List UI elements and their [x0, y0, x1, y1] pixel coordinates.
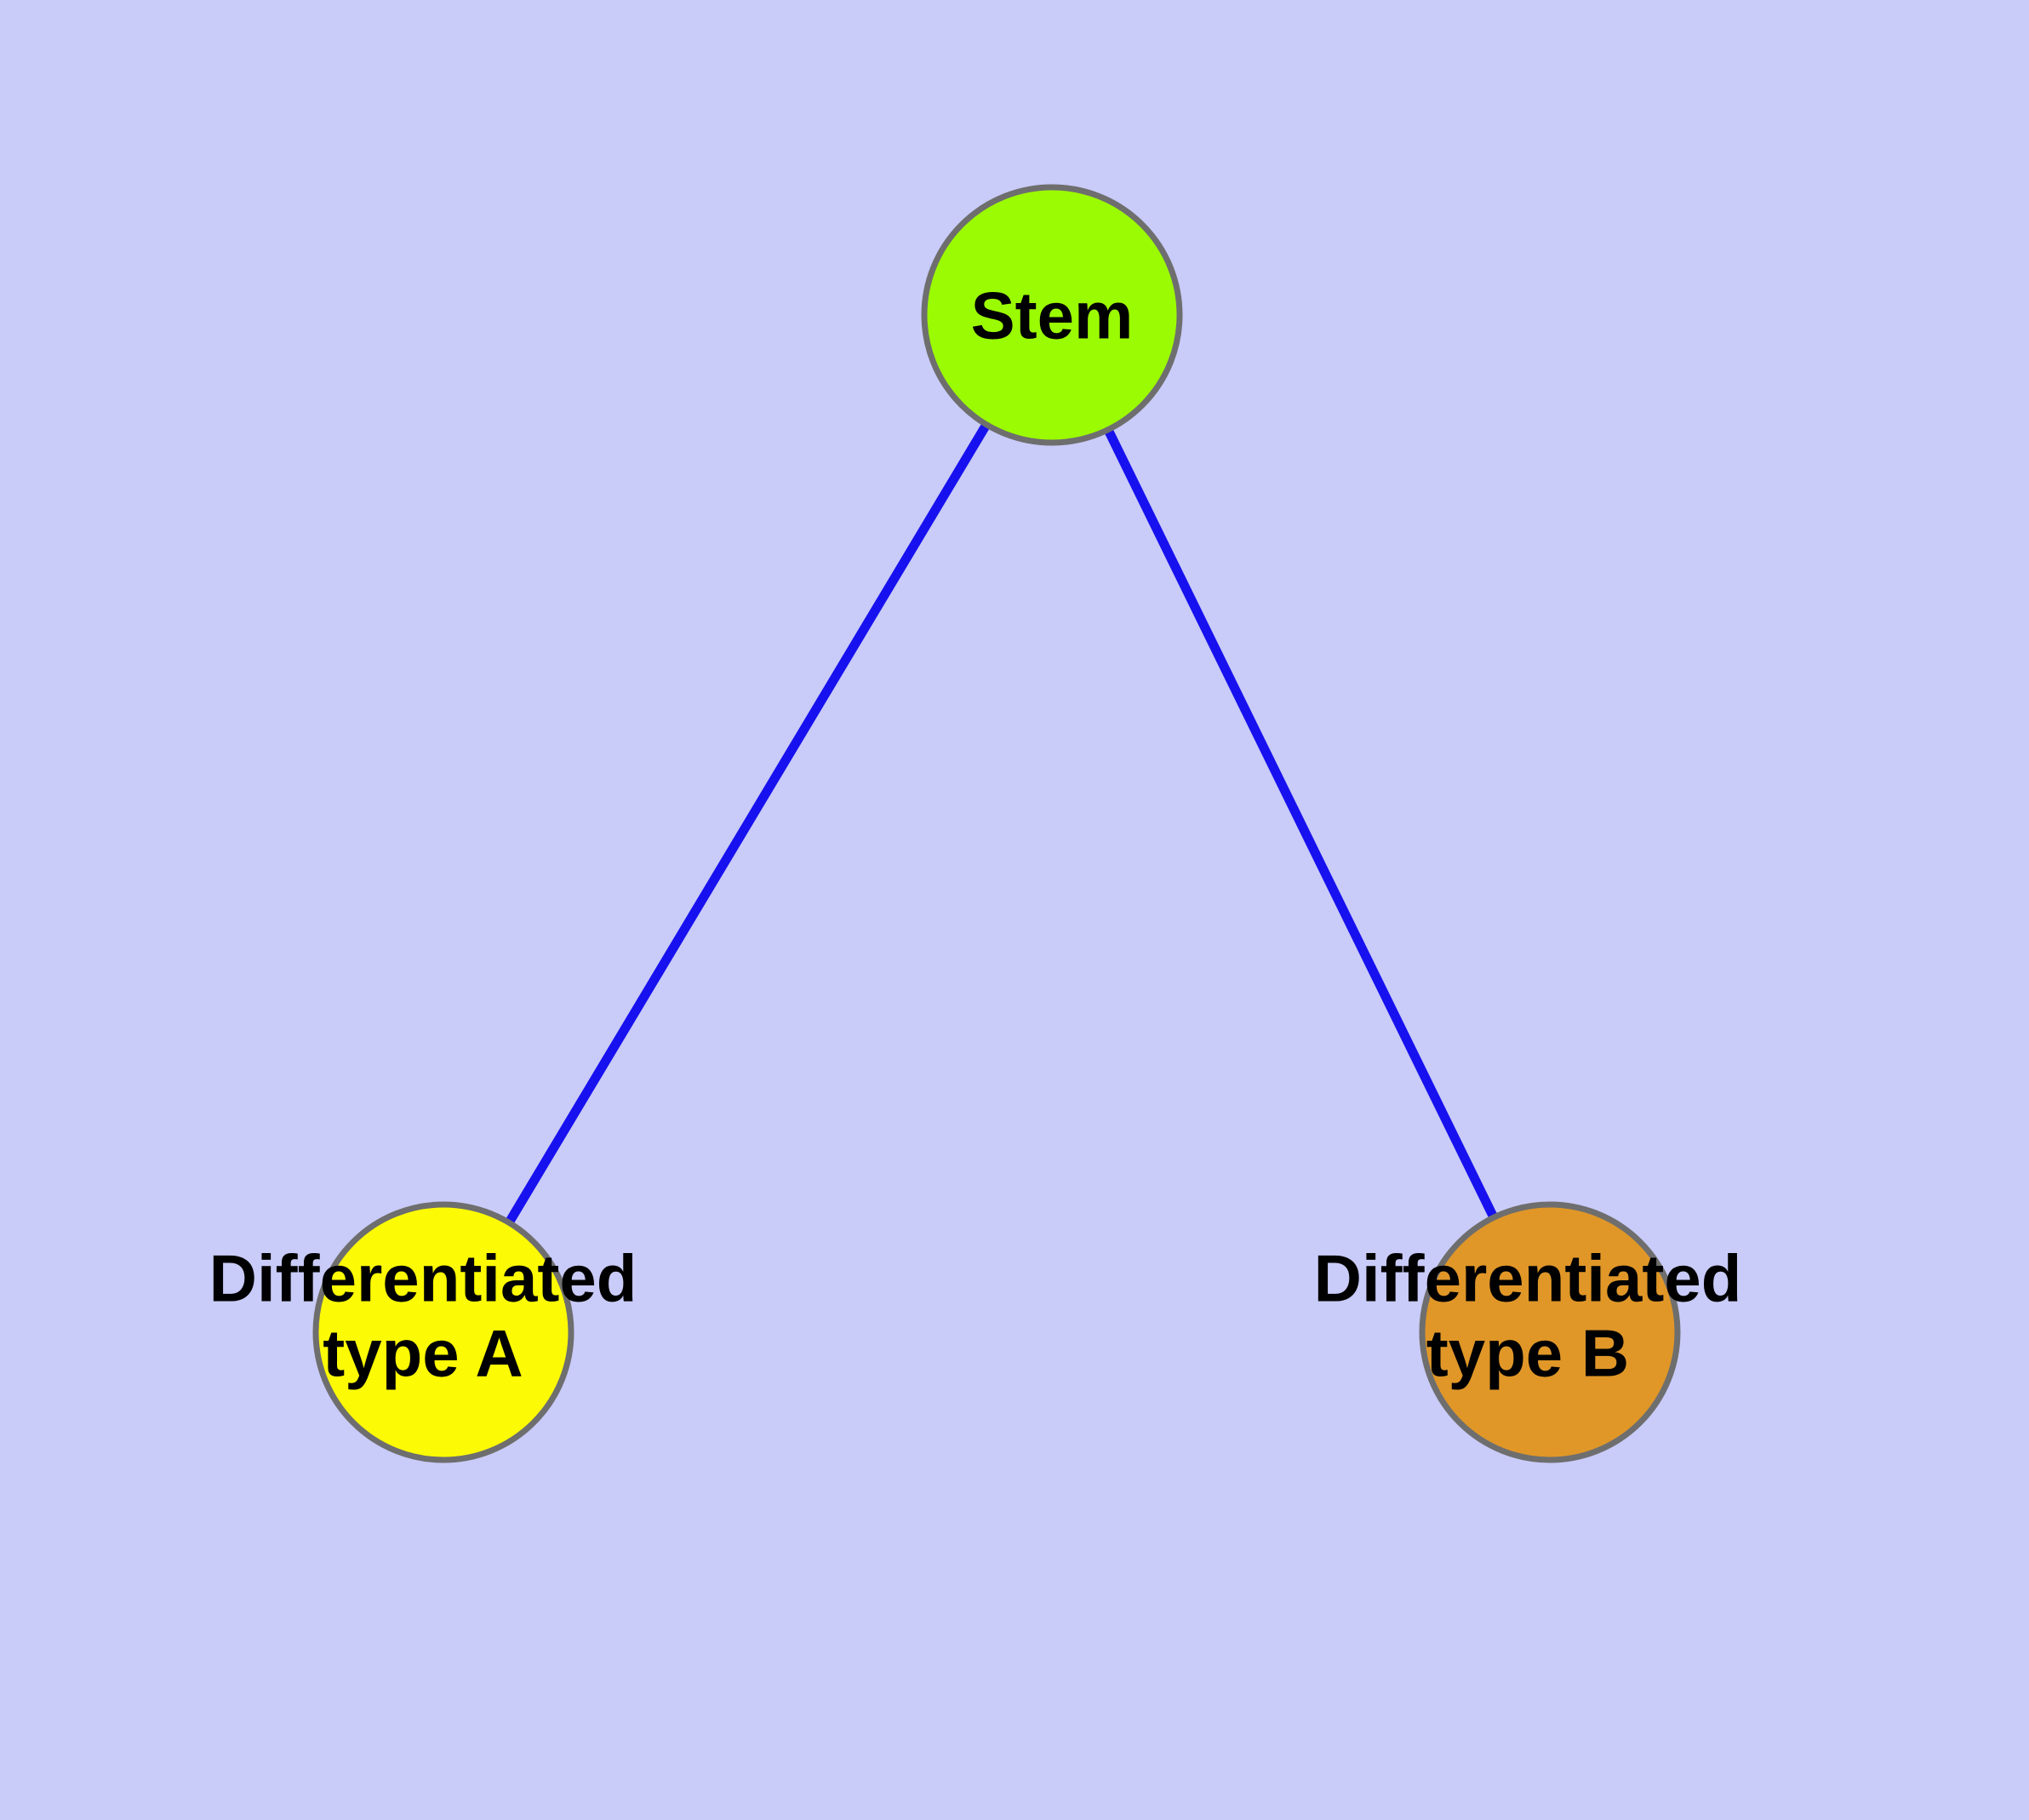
edge-stem-to-differentiated-type-b[interactable]	[1048, 312, 1554, 1335]
nodes-layer	[312, 184, 1681, 1463]
node-differentiated-type-a[interactable]	[312, 1201, 574, 1463]
edge-stem-to-differentiated-type-a[interactable]	[439, 312, 1056, 1335]
node-stem[interactable]	[921, 184, 1183, 446]
node-label-line: type B	[1426, 1315, 1629, 1390]
node-label-line: Differentiated	[209, 1240, 637, 1315]
node-circle-differentiated-type-a[interactable]	[312, 1201, 574, 1463]
edges-layer	[439, 312, 1554, 1335]
node-circle-stem[interactable]	[921, 184, 1183, 446]
node-label-stem: Stem	[971, 278, 1134, 352]
node-label-line: type A	[323, 1315, 523, 1390]
node-label-line: Differentiated	[1314, 1240, 1742, 1315]
node-circle-differentiated-type-b[interactable]	[1419, 1201, 1681, 1463]
node-label-line: Stem	[971, 278, 1134, 352]
node-differentiated-type-b[interactable]	[1419, 1201, 1681, 1463]
